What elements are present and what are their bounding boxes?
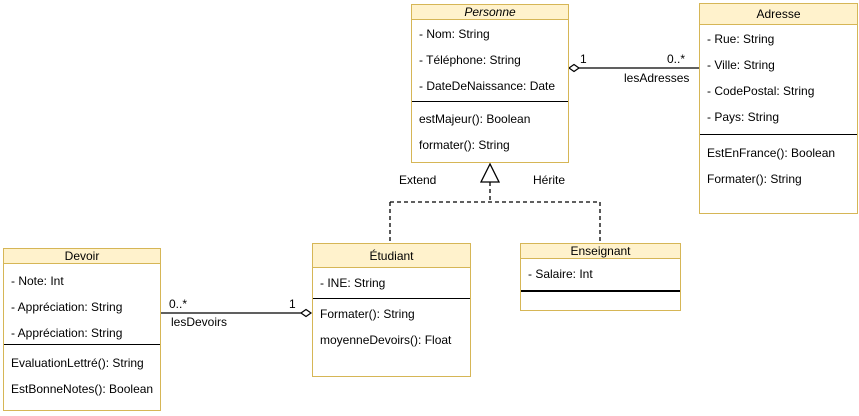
multiplicity-adresse-end: 0..* (667, 52, 686, 66)
attribute: - DateDeNaissance: Date (419, 79, 556, 93)
edge-label-lesdevoirs: lesDevoirs (171, 315, 228, 329)
attribute: - Appréciation: String (11, 326, 123, 340)
attribute: - Note: Int (11, 274, 64, 288)
method: EstBonneNotes(): Boolean (11, 382, 154, 396)
class-devoir-title: Devoir (4, 249, 160, 264)
class-etudiant-methods: Formater(): String moyenneDevoirs(): Flo… (313, 298, 470, 376)
edge-label-herite: Hérite (533, 173, 566, 187)
class-etudiant-title: Étudiant (313, 244, 470, 268)
attribute: - Nom: String (419, 27, 490, 41)
attribute: - Pays: String (707, 110, 780, 124)
edge-label-extend: Extend (399, 173, 437, 187)
inheritance-dashed-lines (389, 182, 601, 243)
method: EvaluationLettré(): String (11, 356, 144, 370)
class-personne[interactable]: Personne - Nom: String - Téléphone: Stri… (411, 4, 569, 163)
class-enseignant-attributes: - Salaire: Int (521, 259, 680, 290)
method: formater(): String (419, 138, 510, 152)
class-adresse-methods: EstEnFrance(): Boolean Formater(): Strin… (700, 134, 857, 213)
class-enseignant-methods (521, 290, 680, 310)
method: estMajeur(): Boolean (419, 112, 531, 126)
aggregation-diamond-personne (567, 63, 581, 73)
attribute: - Ville: String (707, 58, 775, 72)
class-adresse-title: Adresse (700, 4, 857, 25)
method: Formater(): String (320, 307, 415, 321)
class-personne-methods: estMajeur(): Boolean formater(): String (412, 101, 568, 162)
class-devoir[interactable]: Devoir - Note: Int - Appréciation: Strin… (3, 248, 161, 411)
method: EstEnFrance(): Boolean (707, 146, 836, 160)
class-etudiant-attributes: - INE: String (313, 268, 470, 298)
attribute: - Téléphone: String (419, 53, 521, 67)
method: Formater(): String (707, 172, 802, 186)
class-enseignant-title: Enseignant (521, 244, 680, 259)
attribute: - CodePostal: String (707, 84, 815, 98)
method: moyenneDevoirs(): Float (320, 333, 452, 347)
aggregation-diamond-etudiant (299, 308, 313, 318)
edge-label-lesadresses: lesAdresses (624, 71, 690, 85)
class-adresse[interactable]: Adresse - Rue: String - Ville: String - … (699, 3, 858, 214)
class-personne-title: Personne (412, 5, 568, 20)
attribute: - Rue: String (707, 32, 775, 46)
class-devoir-methods: EvaluationLettré(): String EstBonneNotes… (4, 344, 160, 410)
class-devoir-attributes: - Note: Int - Appréciation: String - App… (4, 264, 160, 344)
attribute: - Salaire: Int (528, 267, 593, 281)
class-enseignant[interactable]: Enseignant - Salaire: Int (520, 243, 681, 311)
class-etudiant[interactable]: Étudiant - INE: String Formater(): Strin… (312, 243, 471, 377)
class-personne-attributes: - Nom: String - Téléphone: String - Date… (412, 20, 568, 101)
inheritance-triangle (479, 162, 501, 183)
attribute: - INE: String (320, 276, 386, 290)
multiplicity-etudiant-end: 1 (289, 297, 296, 311)
attribute: - Appréciation: String (11, 300, 123, 314)
multiplicity-personne-end: 1 (580, 52, 587, 66)
multiplicity-devoir-end: 0..* (169, 297, 188, 311)
class-adresse-attributes: - Rue: String - Ville: String - CodePost… (700, 25, 857, 134)
